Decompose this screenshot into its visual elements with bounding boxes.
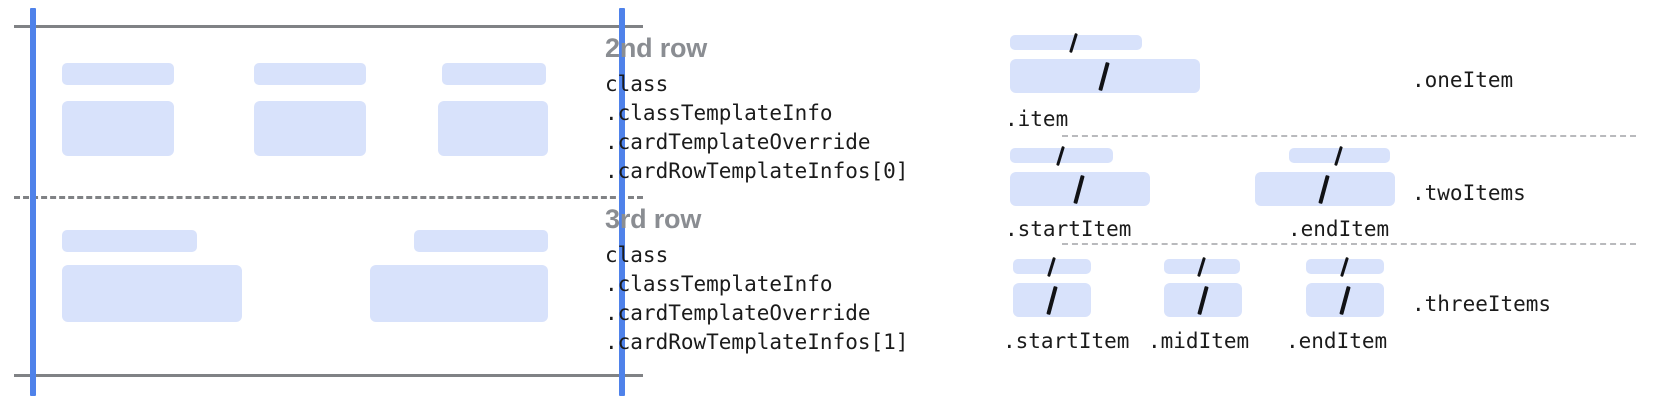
slash-mark-icon: [1306, 283, 1384, 317]
item-label-placeholder: [1010, 35, 1142, 50]
slash-mark-icon: [1010, 32, 1142, 54]
variant-divider-dotted: [1062, 135, 1636, 137]
item-caption: .midItem: [1148, 329, 1250, 353]
label-placeholder: [442, 63, 546, 85]
right-card-edge-guide: [619, 8, 625, 396]
item-caption: .endItem: [1286, 329, 1388, 353]
slash-mark-icon: [1013, 256, 1091, 278]
slash-mark-icon: [1013, 283, 1091, 317]
card-top-rule: [14, 25, 643, 28]
value-placeholder: [62, 101, 174, 156]
label-placeholder: [414, 230, 548, 252]
variant-divider-dotted: [1062, 243, 1636, 245]
value-placeholder: [370, 265, 548, 322]
second-row-annotation: 2nd row class .classTemplateInfo .cardTe…: [605, 33, 908, 186]
value-placeholder: [62, 265, 242, 322]
value-placeholder: [438, 101, 548, 156]
annotation-line: .cardRowTemplateInfos[0]: [605, 159, 909, 183]
annotation-title: 3rd row: [605, 204, 702, 234]
item-caption: .startItem: [1005, 217, 1132, 241]
annotation-line: .classTemplateInfo: [605, 101, 833, 125]
annotation-line: .cardRowTemplateInfos[1]: [605, 330, 909, 354]
left-card-edge-guide: [30, 8, 36, 396]
third-row-annotation: 3rd row class .classTemplateInfo .cardTe…: [605, 204, 908, 357]
row-divider-dashed: [14, 196, 643, 199]
slash-mark-icon: [1255, 172, 1395, 206]
variant-row-label: .twoItems: [1412, 181, 1526, 205]
item-caption: .item: [1005, 107, 1069, 131]
slash-mark-icon: [1289, 145, 1390, 167]
item-caption: .endItem: [1288, 217, 1390, 241]
slash-mark-icon: [1010, 145, 1113, 167]
annotation-line: .cardTemplateOverride: [605, 301, 871, 325]
variant-row-label: .threeItems: [1412, 292, 1552, 316]
item-caption: .startItem: [1003, 329, 1130, 353]
card-bottom-rule: [14, 374, 643, 377]
variant-row-label: .oneItem: [1412, 68, 1514, 92]
slash-mark-icon: [1010, 172, 1150, 206]
slash-mark-icon: [1010, 59, 1200, 93]
annotation-line: class: [605, 72, 669, 96]
annotation-line: .classTemplateInfo: [605, 272, 833, 296]
annotation-line: class: [605, 243, 669, 267]
annotation-line: .cardTemplateOverride: [605, 130, 871, 154]
slash-mark-icon: [1306, 256, 1384, 278]
slash-mark-icon: [1164, 283, 1242, 317]
annotation-title: 2nd row: [605, 33, 708, 63]
slash-mark-icon: [1164, 256, 1240, 278]
label-placeholder: [62, 63, 174, 85]
label-placeholder: [62, 230, 197, 252]
value-placeholder: [254, 101, 366, 156]
label-placeholder: [254, 63, 366, 85]
